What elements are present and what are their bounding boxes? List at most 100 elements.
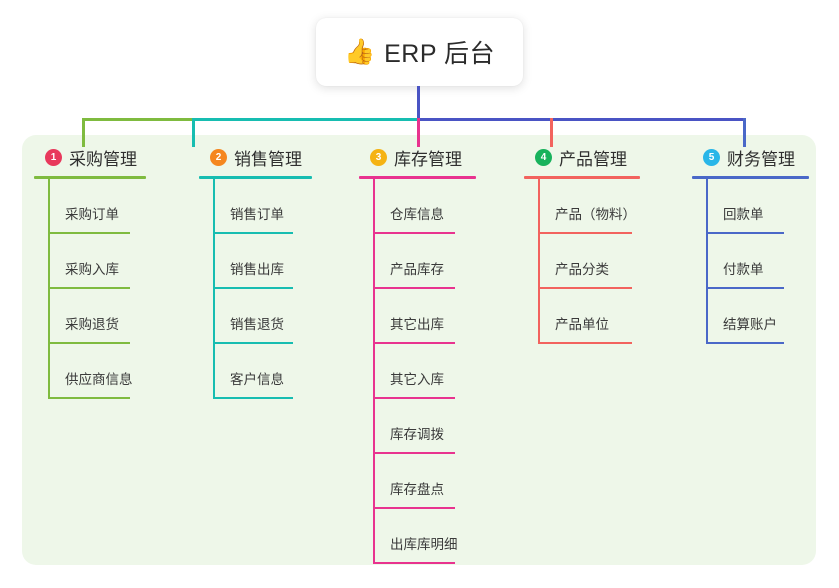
branch-item-label: 销售订单 <box>230 207 284 222</box>
branch-item[interactable]: 产品单位 <box>524 289 640 344</box>
branch-item-underline <box>373 342 455 344</box>
branch-column-4: 4 产品管理产品（物料） 产品分类产品单位 <box>524 144 640 344</box>
branch-item[interactable]: 采购入库 <box>34 234 146 289</box>
branch-item-underline <box>213 397 293 399</box>
branch-item[interactable]: 销售订单 <box>199 179 312 234</box>
branch-item[interactable]: 产品分类 <box>524 234 640 289</box>
branch-underline <box>199 176 312 179</box>
branch-item-label: 产品（物料） <box>555 207 636 222</box>
root-node-title: ERP 后台 <box>384 40 496 68</box>
connector-drop-4 <box>550 118 553 147</box>
branch-item[interactable]: 供应商信息 <box>34 344 146 399</box>
branch-column-1: 1 采购管理采购订单采购入库采购退货供应商信息 <box>34 144 146 399</box>
branch-item-underline <box>213 287 293 289</box>
branch-item-underline <box>48 287 130 289</box>
branch-item-underline <box>538 287 632 289</box>
branch-underline <box>34 176 146 179</box>
branch-item[interactable]: 客户信息 <box>199 344 312 399</box>
branch-number-badge: 4 <box>535 148 552 166</box>
branch-spine <box>48 179 50 399</box>
branch-title: 财务管理 <box>727 149 795 169</box>
connector-bus-right <box>418 118 746 121</box>
branch-items: 产品（物料） 产品分类产品单位 <box>524 179 640 344</box>
branch-item[interactable]: 产品库存 <box>359 234 476 289</box>
branch-item-underline <box>373 287 455 289</box>
branch-item[interactable]: 库存盘点 <box>359 454 476 509</box>
branch-item-label: 库存盘点 <box>390 482 444 497</box>
branch-item[interactable]: 销售退货 <box>199 289 312 344</box>
branch-number-badge: 5 <box>703 148 720 166</box>
branch-item-underline <box>48 342 130 344</box>
branch-item[interactable]: 回款单 <box>692 179 809 234</box>
branch-title: 产品管理 <box>559 149 627 169</box>
branch-item[interactable]: 结算账户 <box>692 289 809 344</box>
branch-item-label: 产品库存 <box>390 262 444 277</box>
branch-header-1[interactable]: 1 采购管理 <box>34 144 146 170</box>
connector-stem <box>417 86 420 121</box>
branch-item[interactable]: 付款单 <box>692 234 809 289</box>
branch-item-label: 采购退货 <box>65 317 119 332</box>
branch-item-label: 仓库信息 <box>390 207 444 222</box>
branch-number-badge: 1 <box>45 148 62 166</box>
branch-header-4[interactable]: 4 产品管理 <box>524 144 640 170</box>
branch-item-underline <box>373 397 455 399</box>
branch-item-underline <box>706 287 784 289</box>
thumbs-up-icon: 👍 <box>343 37 376 66</box>
branch-item[interactable]: 产品（物料） <box>524 179 640 234</box>
branch-item-underline <box>538 342 632 344</box>
branch-underline <box>692 176 809 179</box>
branch-item-label: 销售出库 <box>230 262 284 277</box>
branch-items: 仓库信息产品库存其它出库其它入库库存调拨库存盘点出库库明细 <box>359 179 476 564</box>
connector-drop-2 <box>192 118 195 147</box>
connector-drop-5 <box>743 118 746 147</box>
branch-spine <box>213 179 215 399</box>
branch-item-label: 供应商信息 <box>65 372 133 387</box>
branch-item-underline <box>373 232 455 234</box>
branch-item-label: 客户信息 <box>230 372 284 387</box>
connector-drop-1 <box>82 118 85 147</box>
branch-item[interactable]: 采购订单 <box>34 179 146 234</box>
root-node[interactable]: 👍 ERP 后台 <box>316 18 523 86</box>
branch-item-label: 产品分类 <box>555 262 609 277</box>
background-panel <box>22 135 816 565</box>
branch-items: 采购订单采购入库采购退货供应商信息 <box>34 179 146 399</box>
branch-spine <box>538 179 540 344</box>
branch-underline <box>359 176 476 179</box>
branch-spine <box>706 179 708 344</box>
branch-item-label: 其它入库 <box>390 372 444 387</box>
connector-drop-3 <box>417 118 420 147</box>
branch-item-underline <box>538 232 632 234</box>
branch-item-underline <box>706 232 784 234</box>
branch-items: 回款单付款单结算账户 <box>692 179 809 344</box>
branch-item[interactable]: 出库库明细 <box>359 509 476 564</box>
branch-item-label: 销售退货 <box>230 317 284 332</box>
branch-item[interactable]: 其它入库 <box>359 344 476 399</box>
branch-title: 库存管理 <box>394 149 462 169</box>
branch-item-label: 采购订单 <box>65 207 119 222</box>
branch-item[interactable]: 销售出库 <box>199 234 312 289</box>
connector-bus-mid <box>192 118 418 121</box>
branch-item[interactable]: 采购退货 <box>34 289 146 344</box>
branch-item[interactable]: 其它出库 <box>359 289 476 344</box>
branch-item-underline <box>213 342 293 344</box>
branch-title: 销售管理 <box>234 149 302 169</box>
branch-item-label: 库存调拨 <box>390 427 444 442</box>
branch-title: 采购管理 <box>69 149 137 169</box>
branch-underline <box>524 176 640 179</box>
branch-item[interactable]: 库存调拨 <box>359 399 476 454</box>
connector-bus-left <box>82 118 192 121</box>
branch-item[interactable]: 仓库信息 <box>359 179 476 234</box>
branch-item-underline <box>373 562 455 564</box>
branch-item-underline <box>706 342 784 344</box>
branch-header-5[interactable]: 5 财务管理 <box>692 144 809 170</box>
branch-item-label: 回款单 <box>723 207 764 222</box>
branch-item-label: 结算账户 <box>723 317 777 332</box>
branch-spine <box>373 179 375 564</box>
branch-item-underline <box>373 507 455 509</box>
branch-items: 销售订单销售出库销售退货客户信息 <box>199 179 312 399</box>
branch-item-underline <box>213 232 293 234</box>
